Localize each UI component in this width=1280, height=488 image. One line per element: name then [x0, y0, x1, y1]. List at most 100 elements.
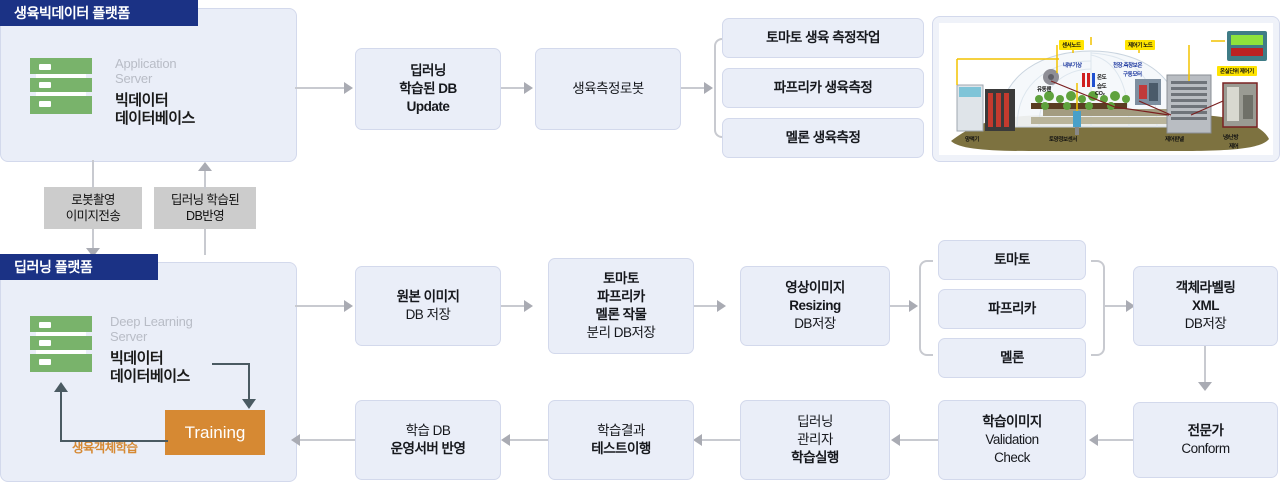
greenhouse-label-unit-controller: 온실단위 제어기: [1217, 66, 1257, 76]
branch-bracket-left: [714, 38, 728, 138]
greenhouse-text-cooling-heating-1: 냉/난방: [1223, 135, 1239, 141]
row2-step5-line1: 학습 DB: [405, 422, 451, 438]
row1-crop-melon-label: 멜론: [1000, 349, 1024, 365]
row1-crop-tomato[interactable]: 토마토: [938, 240, 1086, 280]
connector-row2-train-to-test: [702, 439, 740, 441]
row1-step2-line2: 파프리카: [597, 288, 645, 304]
crop-bracket-right: [1091, 260, 1105, 356]
dl-server-main-line1: 빅데이터: [110, 349, 164, 367]
connector-step1-to-step2: [501, 87, 525, 89]
connector-dlplatform-to-row1-arrow: [344, 300, 353, 312]
row1-step1-line1: 원본 이미지: [396, 288, 460, 304]
top-step-growth-measuring-robot[interactable]: 생육측정로봇: [535, 48, 681, 130]
connector-xml-to-expert-arrow: [1198, 382, 1212, 391]
connector-step2-to-branches: [681, 87, 705, 89]
row2-step3-line1: 딥러닝: [797, 413, 833, 429]
greenhouse-text-drive-motor: 구동모터: [1123, 72, 1142, 78]
row2-step1-line2: Conform: [1181, 441, 1230, 456]
connector-row2-expert-to-validation: [1098, 439, 1133, 441]
top-branch-melon[interactable]: 멜론 생육측정: [722, 118, 924, 158]
row2-step-validation-check[interactable]: 학습이미지 Validation Check: [938, 400, 1086, 480]
connector-bottom-to-top-platform: [204, 171, 206, 189]
link-label-robot-capture-line2: 이미지전송: [65, 209, 121, 223]
connector-crops-to-xml: [1105, 305, 1127, 307]
connector-row2-validation-to-train: [900, 439, 938, 441]
training-loop-bottom-line: [60, 440, 168, 442]
connector-topplatform-to-step1-arrow: [344, 82, 353, 94]
connector-row1-s2-s3: [694, 305, 718, 307]
row2-step1-line1: 전문가: [1187, 422, 1224, 438]
connector-down-arrow: [86, 248, 100, 257]
row1-crop-melon[interactable]: 멜론: [938, 338, 1086, 378]
link-label-db-reflect: 딥러닝 학습된 DB반영: [154, 187, 256, 229]
server-main-line2: 데이터베이스: [115, 110, 195, 128]
greenhouse-text-control-panel: 제어판넬: [1165, 137, 1184, 143]
connector-row2-train-to-test-arrow: [693, 434, 702, 446]
row1-step4-line2: XML: [1191, 297, 1219, 313]
top-branch-paprika[interactable]: 파프리카 생육측정: [722, 68, 924, 108]
row2-step-expert-conform[interactable]: 전문가 Conform: [1133, 402, 1278, 478]
top-branch-melon-label: 멜론 생육측정: [785, 129, 861, 145]
connector-xml-to-expert: [1204, 346, 1206, 384]
row1-crop-paprika[interactable]: 파프리카: [938, 289, 1086, 329]
top-step2-line1: 생육측정로봇: [572, 80, 644, 96]
row1-step4-line3: DB저장: [1184, 316, 1227, 332]
row2-step-test-execution[interactable]: 학습결과 테스트이행: [548, 400, 694, 480]
connector-up-arrow: [198, 162, 212, 171]
row1-step3-line1: 영상이미지: [785, 279, 845, 295]
row1-step3-line3: DB저장: [794, 316, 836, 332]
server-subtitle-line1: Application: [115, 56, 177, 71]
top-branch-tomato[interactable]: 토마토 생육 측정작업: [722, 18, 924, 58]
connector-row1-s3-crops: [890, 305, 910, 307]
row2-step5-line2: 운영서버 반영: [390, 441, 466, 456]
link-label-robot-capture: 로봇촬영 이미지전송: [44, 187, 142, 229]
row1-step1-line2: DB 저장: [405, 307, 451, 322]
row2-step4-line1: 학습결과: [597, 422, 645, 438]
connector-row2-test-to-opdb-arrow: [501, 434, 510, 446]
training-loop-top-line: [212, 363, 250, 365]
row1-step2-line1: 토마토: [603, 270, 639, 286]
server-caption-deeplearning: Deep Learning Server 빅데이터 데이터베이스: [110, 314, 193, 386]
greenhouse-text-cooling-heating-2: 제어: [1229, 144, 1239, 150]
row1-step-crop-split-db[interactable]: 토마토 파프리카 멜론 작물 분리 DB저장: [548, 258, 694, 354]
panel-title-deeplearning-platform: 딥러닝 플랫폼: [0, 254, 158, 280]
training-box[interactable]: Training: [165, 410, 265, 455]
connector-row2-expert-to-validation-arrow: [1089, 434, 1098, 446]
server-caption-application: Application Server 빅데이터 데이터베이스: [115, 56, 195, 128]
row1-crop-tomato-label: 토마토: [994, 251, 1030, 267]
connector-row1-s3-crops-arrow: [909, 300, 918, 312]
row1-step-object-labeling-xml[interactable]: 객체라벨링 XML DB저장: [1133, 266, 1278, 346]
row1-step4-line1: 객체라벨링: [1175, 279, 1236, 295]
training-loop-up-arrow: [54, 382, 68, 392]
connector-step2-to-branches-arrow: [704, 82, 713, 94]
greenhouse-text-internal-weather: 내부기상: [1063, 63, 1082, 69]
row2-step-operational-db[interactable]: 학습 DB 운영서버 반영: [355, 400, 501, 480]
greenhouse-text-nutrient-supply: 양액기: [965, 137, 979, 143]
server-main-line1: 빅데이터: [115, 91, 169, 109]
greenhouse-text-humidity: 습도: [1097, 84, 1107, 90]
row2-step-dl-manager-train[interactable]: 딥러닝 관리자 학습실행: [740, 400, 890, 480]
top-step-dl-db-update[interactable]: 딥러닝 학습된 DB Update: [355, 48, 501, 130]
training-loop-down-line: [248, 363, 250, 401]
panel-title-growth-bigdata-platform: 생육빅데이터 플랫폼: [0, 0, 198, 26]
connector-row1-s1-s2-arrow: [524, 300, 533, 312]
row1-step-resizing-db[interactable]: 영상이미지 Resizing DB저장: [740, 266, 890, 346]
connector-row1-s1-s2: [501, 305, 525, 307]
link-label-db-reflect-line2: DB반영: [186, 209, 225, 223]
connector-row1-s2-s3-arrow: [717, 300, 726, 312]
greenhouse-text-soil-sensor: 토양정보센서: [1049, 137, 1077, 143]
row1-step-original-image-db[interactable]: 원본 이미지 DB 저장: [355, 266, 501, 346]
connector-dlplatform-to-row1: [295, 305, 345, 307]
top-branch-paprika-label: 파프리카 생육측정: [773, 79, 873, 95]
greenhouse-text-temperature: 온도: [1097, 75, 1107, 81]
connector-crops-to-xml-arrow: [1126, 300, 1135, 312]
greenhouse-text-circulation-fan: 유동팬: [1037, 87, 1051, 93]
row1-step2-line4: 분리 DB저장: [586, 325, 656, 341]
connector-row2-opdb-to-platform-arrow: [291, 434, 300, 446]
row1-crop-paprika-label: 파프리카: [988, 300, 1036, 316]
row1-step2-line3: 멜론 작물: [595, 307, 647, 322]
top-step1-line1: 딥러닝: [410, 62, 446, 78]
dl-server-main-line2: 데이터베이스: [110, 368, 190, 386]
row2-step2-line1: 학습이미지: [982, 413, 1042, 429]
connector-step1-to-step2-arrow: [524, 82, 533, 94]
